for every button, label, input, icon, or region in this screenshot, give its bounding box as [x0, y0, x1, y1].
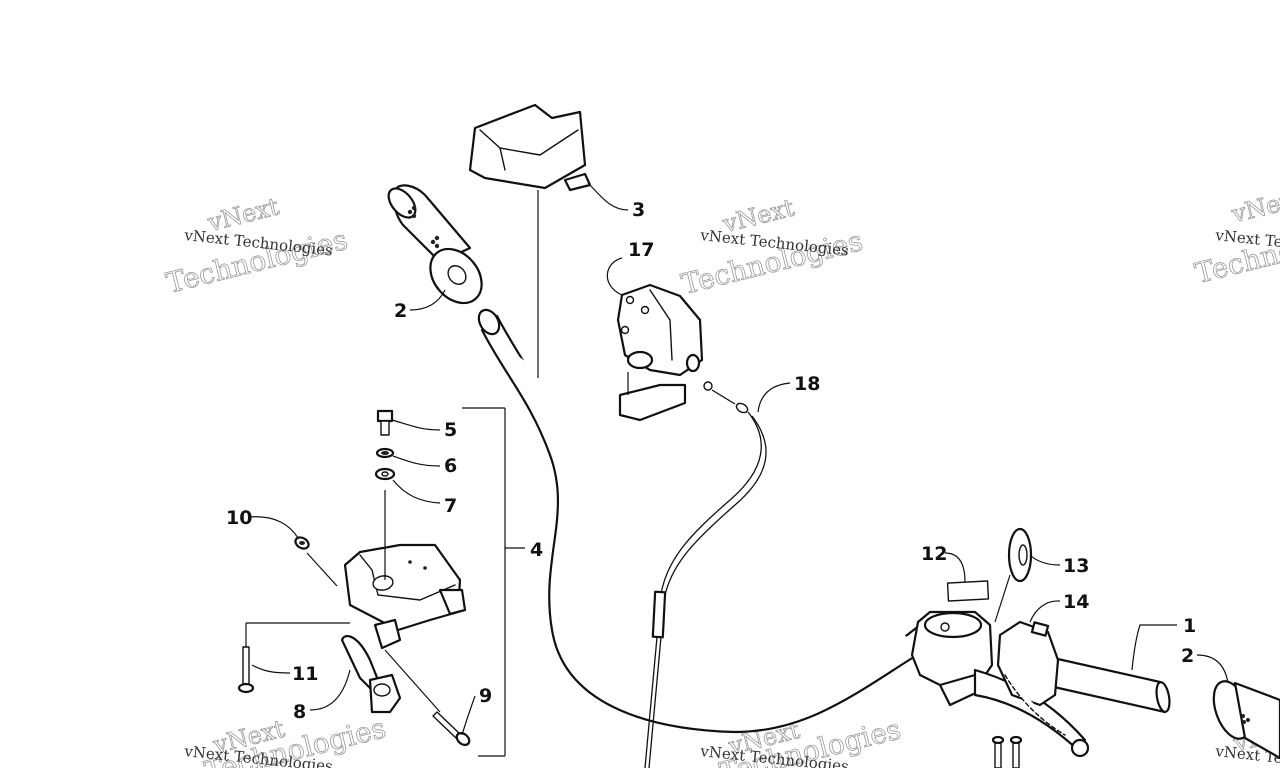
watermark-text: vNext	[1228, 184, 1280, 229]
callout-18: 18	[794, 373, 820, 395]
callout-10: 10	[226, 507, 252, 529]
screw-11	[237, 622, 350, 694]
switch-housing	[996, 620, 1066, 736]
switch-screws	[991, 735, 1023, 768]
grommet	[1007, 527, 1033, 583]
bolt	[376, 409, 394, 436]
callout-2-left: 2	[394, 300, 407, 322]
lock-washer	[375, 447, 395, 459]
callout-1: 1	[1183, 615, 1196, 637]
callout-8: 8	[293, 701, 306, 723]
master-cylinder	[910, 610, 1090, 758]
nut	[294, 536, 310, 550]
leader-lines	[249, 182, 1229, 736]
callout-5: 5	[444, 419, 457, 441]
throttle-lever	[340, 635, 402, 714]
brake-housing	[616, 283, 704, 422]
callout-3: 3	[632, 199, 645, 221]
callout-11: 11	[292, 663, 318, 685]
screw-9	[384, 649, 471, 747]
decal	[946, 580, 990, 602]
callout-12: 12	[921, 543, 947, 565]
callout-2-right: 2	[1181, 645, 1194, 667]
callout-14: 14	[1063, 591, 1089, 613]
callout-13: 13	[1063, 555, 1089, 577]
cable	[644, 381, 767, 768]
handlebar	[477, 308, 1171, 734]
throttle-housing	[343, 543, 467, 650]
callout-6: 6	[444, 455, 457, 477]
washer	[374, 467, 396, 481]
callout-4: 4	[530, 539, 543, 561]
callout-9: 9	[479, 685, 492, 707]
callout-7: 7	[444, 495, 457, 517]
handlebar-cover	[468, 103, 592, 378]
grip-right	[1212, 680, 1280, 760]
bracket-4	[462, 407, 525, 757]
grip-left	[387, 184, 483, 305]
callout-17: 17	[628, 239, 654, 261]
